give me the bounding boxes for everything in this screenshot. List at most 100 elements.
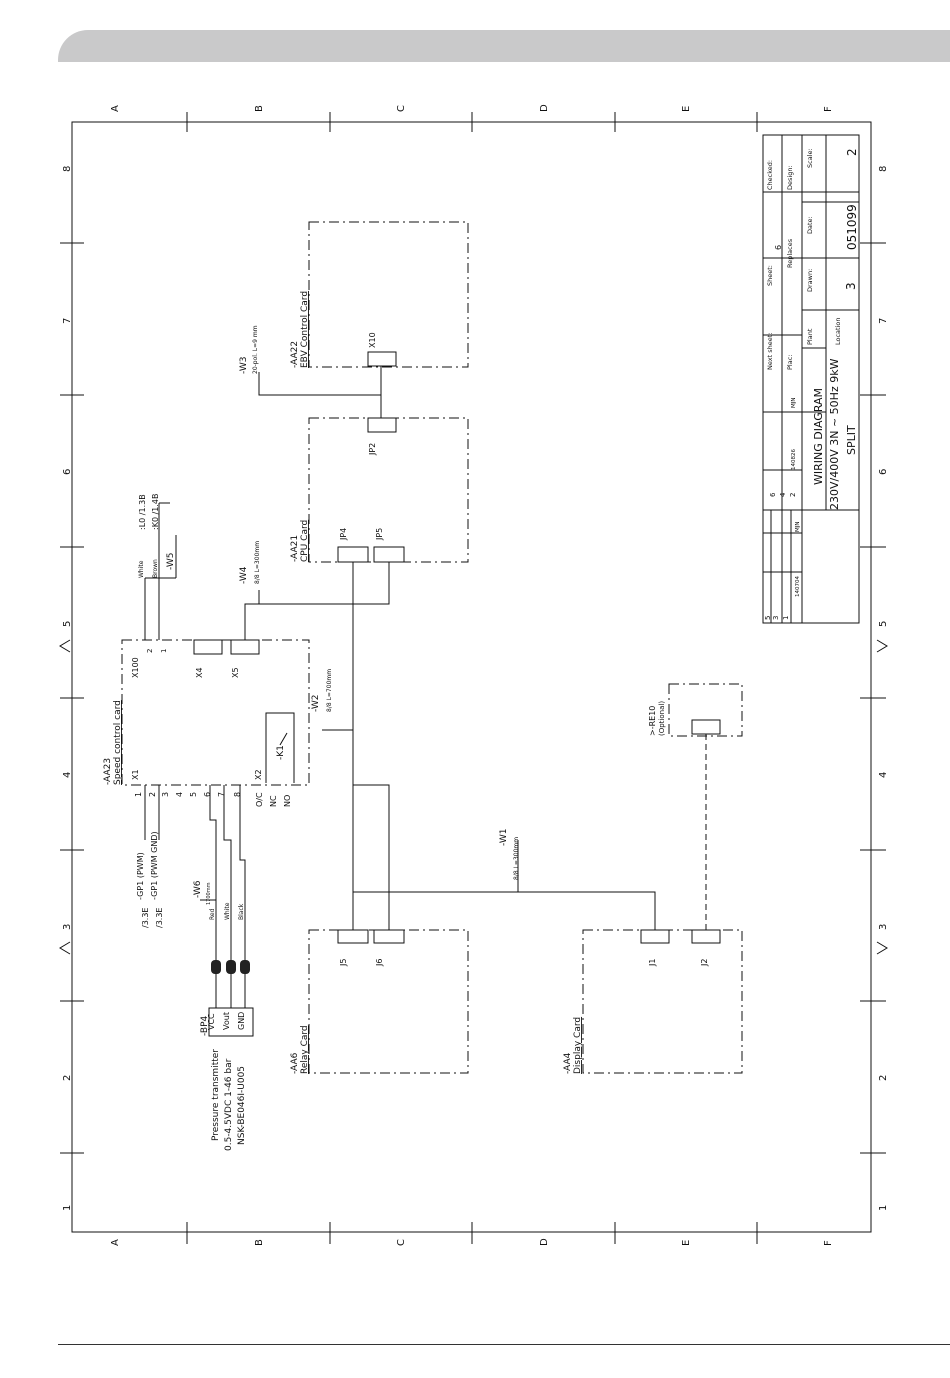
tb-drawn: Drawn: (806, 269, 814, 292)
x100-wire-brown: Brown (152, 559, 159, 578)
zone-num-3-right: 3 (878, 924, 889, 930)
zone-num-6-left: 6 (62, 469, 73, 475)
tb-title-1: WIRING DIAGRAM (812, 388, 825, 485)
tb-replaces: Replaces (786, 238, 794, 268)
w3-ref: -W3 (239, 356, 249, 374)
zone-num-1-left: 1 (62, 1205, 73, 1211)
rev-no: 2 (789, 493, 797, 497)
relay-card: J5 J6 -AA6 Relay Card (290, 929, 469, 1074)
rev-date: 140704 (795, 576, 801, 597)
re10-ref: >-RE10 (648, 706, 657, 736)
x100-ref-k0: :K0 /1.4B (151, 494, 160, 530)
sc-name: Speed control card (113, 700, 123, 785)
sc-x2-label: X2 (254, 769, 263, 780)
display-card: J1 J2 -AA4 Display Card (563, 929, 743, 1074)
display-j2-label: J2 (700, 959, 709, 967)
w1-spec: 8/8 L=300mm (513, 837, 520, 880)
x1-pin: 5 (189, 792, 198, 797)
zone-num-2-right: 2 (878, 1075, 889, 1081)
sc-x5-label: X5 (231, 667, 240, 678)
re10-note: (Optional) (658, 701, 666, 736)
tb-date: Date: (806, 216, 814, 234)
x100-wire-white: White (138, 560, 145, 578)
relay-j6-label: J6 (375, 959, 384, 967)
cpu-jp5-label: JP5 (375, 528, 384, 541)
wire-w4: -W4 8/8 L=300mm (239, 541, 390, 640)
x1-pins: 1 2 3 4 5 6 7 8 O/C NC NO (134, 792, 292, 807)
x1-pin: 8 (233, 792, 242, 797)
x100-pin-1: 1 (160, 649, 168, 653)
rev-no: 5 (764, 616, 772, 620)
cpu-jp2-label: JP2 (368, 443, 377, 456)
x100-ref-l0: :L0 /1.3B (138, 494, 147, 530)
rev-by: MJN (795, 522, 801, 532)
rev-by: MJN (791, 398, 797, 408)
ebv-x10-label: X10 (368, 332, 377, 348)
sc-ref: -AA23 (103, 758, 113, 785)
footer-rule (58, 1344, 950, 1345)
relay-ref: -AA6 (290, 1052, 300, 1074)
zone-label-b-top: B (254, 105, 265, 112)
x2-pin-no: NO (283, 795, 292, 807)
tb-scale: Scale: (806, 148, 814, 168)
x1-pin: 1 (134, 792, 143, 797)
tb-sheet-value: 6 (774, 245, 783, 250)
ebv-ref: -AA22 (290, 341, 300, 368)
x1-pin: 7 (217, 792, 226, 797)
zone-label-f-bottom: F (823, 1240, 834, 1246)
gp1-wires: -GP1 (PWM) -GP1 (PWM GND) /3.3E /3.3E (136, 785, 164, 928)
x1-pin: 4 (175, 792, 184, 797)
bp4-vcc: VCC (207, 1013, 216, 1030)
x1-pin: 3 (161, 792, 170, 797)
w4-ref: -W4 (239, 566, 249, 584)
zone-label-a-top: A (110, 105, 121, 112)
w5-ref: -W5 (166, 552, 176, 570)
zone-num-7-right: 7 (878, 318, 889, 324)
re10-optional: >-RE10 (Optional) (648, 683, 743, 930)
zone-label-f-top: F (823, 106, 834, 112)
wire-w2: -W2 8/8 L=700mm (311, 562, 390, 930)
ebv-control-card: X10 -AA22 EBV Control Card (290, 221, 469, 368)
x1-pin: 2 (148, 792, 157, 797)
x100-wires: White Brown 2 1 :L0 /1.3B :K0 /1.4B -W5 (138, 494, 177, 653)
tb-plant: Plant (806, 328, 814, 345)
wire-w3: -W3 20-pol. L=9 mm (239, 325, 382, 418)
w2-ref: -W2 (311, 694, 321, 712)
w6-white: White (224, 902, 231, 920)
zone-num-8-left: 8 (62, 166, 73, 172)
tb-location: Location (834, 318, 842, 346)
connector-icon (211, 960, 221, 974)
x100-pin-2: 2 (146, 649, 154, 653)
tb-sheet-no: 2 (845, 148, 859, 156)
tb-doc-number: 051099 (845, 204, 859, 250)
gp1-ref-2: /3.3E (155, 908, 164, 928)
rev-no: 4 (779, 492, 787, 497)
bp4-gnd: GND (237, 1012, 246, 1030)
tb-title-2: 230V/400V 3N ~ 50Hz 9kW (828, 358, 841, 510)
bp4-ref: -BP4 (200, 1015, 210, 1036)
w3-spec: 20-pol. L=9 mm (252, 325, 259, 374)
centering-marks (59, 639, 888, 955)
zone-label-e-top: E (681, 106, 692, 112)
tb-doc-sheet: 3 (844, 282, 858, 290)
w4-spec: 8/8 L=300mm (254, 541, 261, 584)
w6-red: Red (209, 908, 216, 920)
rev-date: 140826 (791, 449, 797, 470)
ebv-name: EBV Control Card (300, 291, 310, 368)
display-name: Display Card (573, 1017, 583, 1074)
bp4-desc-2: 0.5-4.5VDC 1-46 bar (224, 1058, 234, 1151)
display-j1-label: J1 (648, 959, 657, 967)
x1-pin: 6 (203, 792, 212, 797)
zone-label-d-bottom: D (539, 1238, 550, 1246)
zone-label-a-bottom: A (110, 1239, 121, 1246)
w2-spec: 8/8 L=700mm (326, 669, 333, 712)
tb-checked: Checked: (766, 160, 774, 190)
gp1-pwm: -GP1 (PWM) (136, 852, 145, 900)
zone-num-5-left: 5 (62, 621, 73, 627)
zone-label-e-bottom: E (681, 1240, 692, 1246)
zone-label-c-bottom: C (396, 1239, 407, 1246)
cpu-ref: -AA21 (290, 535, 300, 562)
zone-label-b-bottom: B (254, 1239, 265, 1246)
w1-ref: -W1 (499, 828, 509, 846)
